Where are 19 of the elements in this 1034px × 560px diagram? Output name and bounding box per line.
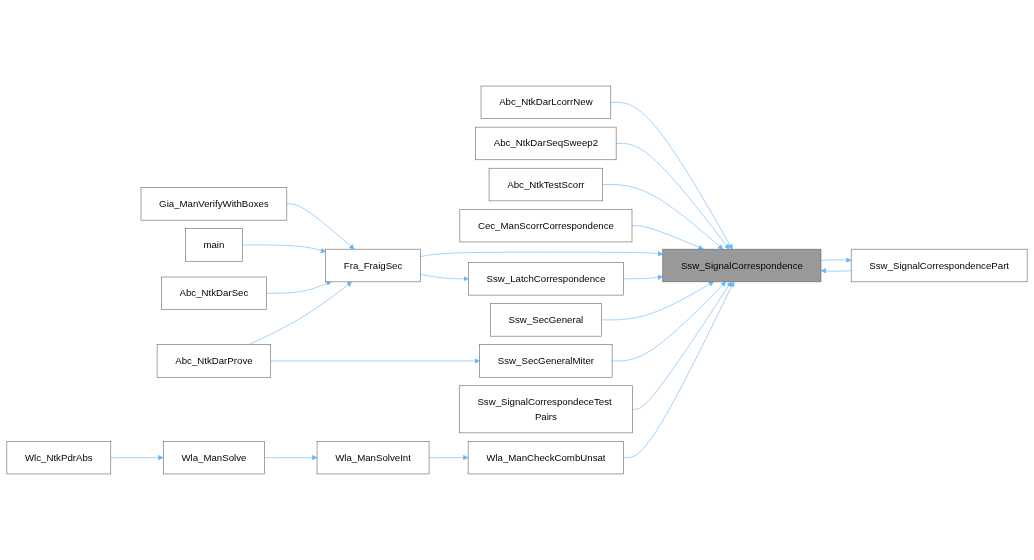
node-box: Ssw_SignalCorrespondencePart — [850, 248, 1028, 283]
node-box: Wla_ManSolve — [162, 441, 265, 475]
node-box: Ssw_SignalCorrespondence — [662, 248, 822, 283]
node-box: Abc_NtkTestScorr — [488, 167, 603, 202]
node-box: Gia_ManVerifyWithBoxes — [140, 187, 288, 221]
node-box: Ssw_SecGeneralMiter — [479, 344, 613, 378]
node-box: Cec_ManScorrCorrespondence — [459, 209, 633, 243]
node-box: Fra_FraigSec — [325, 248, 421, 283]
node-box: Ssw_SignalCorrespondeceTest Pairs — [458, 385, 633, 434]
node-box: Ssw_SecGeneral — [490, 303, 602, 337]
node-box: Ssw_LatchCorrespondence — [468, 262, 624, 296]
node-box: Abc_NtkDarSeqSweep2 — [475, 126, 617, 161]
node-box: main — [185, 228, 243, 262]
node-box: Abc_NtkDarSec — [161, 276, 267, 310]
node-box: Wla_ManCheckCombUnsat — [467, 441, 624, 475]
node-box: Abc_NtkDarProve — [156, 344, 272, 378]
node-box: Wlc_NtkPdrAbs — [6, 441, 112, 475]
node-box: Abc_NtkDarLcorrNew — [480, 85, 612, 119]
node-box: Wla_ManSolveInt — [316, 441, 430, 475]
